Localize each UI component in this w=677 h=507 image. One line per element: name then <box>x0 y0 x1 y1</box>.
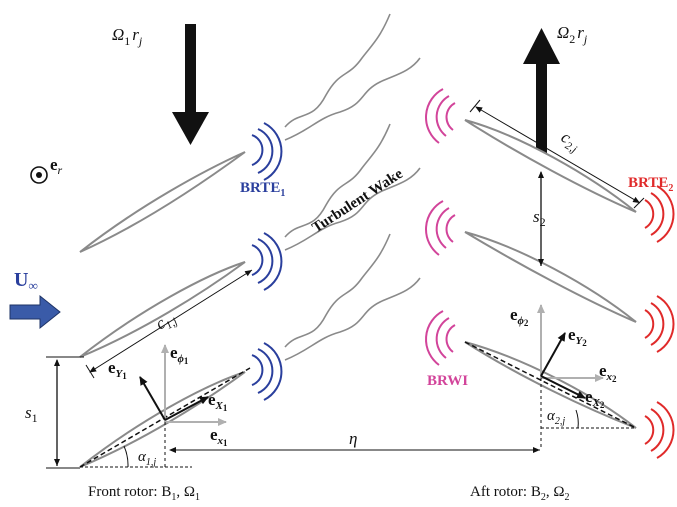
aft-e-Y-label: eY2 <box>568 325 587 348</box>
front-blade-middle <box>79 261 246 358</box>
front-rotor-caption: Front rotor: B1, Ω1 <box>88 484 200 503</box>
aft-blade-middle <box>464 231 637 323</box>
front-spacing-label: s1 <box>25 403 38 425</box>
front-rotor-speed-arrow <box>172 24 209 145</box>
freestream-label: U∞ <box>14 269 38 293</box>
front-e-X-label: eX1 <box>208 390 228 413</box>
aft-rotor-caption: Aft rotor: B2, Ω2 <box>470 484 569 503</box>
aft-stagger-label: α2,j <box>547 408 565 427</box>
aft-wake-interaction-waves <box>425 88 456 366</box>
aft-e-phi-label: eϕ2 <box>510 305 529 328</box>
aft-te-source-label: BRTE2 <box>628 175 673 194</box>
front-e-x-label: ex1 <box>210 425 228 448</box>
radial-unit-label: er <box>50 155 63 177</box>
aft-e-X-label: eX2 <box>585 387 605 410</box>
front-reference-frame <box>79 344 251 470</box>
aft-chord-dimension <box>469 99 645 209</box>
aft-chord-label: c2,j <box>556 127 583 156</box>
front-e-phi-label: eϕ1 <box>170 343 189 366</box>
front-stagger-label: α1,j <box>138 449 156 468</box>
aft-te-noise-waves <box>644 185 675 459</box>
front-rotor-blades <box>79 151 246 468</box>
rotor-gap-label: η <box>349 429 357 448</box>
turbulent-wake-label: Turbulent Wake <box>309 166 406 237</box>
front-te-noise-waves <box>251 122 283 401</box>
front-chord-dimension <box>85 269 253 379</box>
aft-blade-top <box>464 119 637 213</box>
aft-e-x-label: ex2 <box>599 361 617 384</box>
radial-unit-symbol <box>30 166 48 184</box>
aft-reference-frame <box>464 304 637 450</box>
turbulent-wake-lines <box>284 13 421 361</box>
aft-spacing-label: s2 <box>533 207 546 229</box>
aft-wake-interaction-label: BRWI <box>427 373 468 389</box>
front-blade-top <box>79 151 246 253</box>
front-e-Y-label: eY1 <box>108 358 127 381</box>
front-te-source-label: BRTE1 <box>240 180 285 199</box>
aft-rotor-speed-arrow <box>523 28 560 155</box>
front-spacing-dimension <box>46 356 84 469</box>
aft-blade-bottom <box>464 341 637 429</box>
freestream-arrow <box>9 294 61 330</box>
